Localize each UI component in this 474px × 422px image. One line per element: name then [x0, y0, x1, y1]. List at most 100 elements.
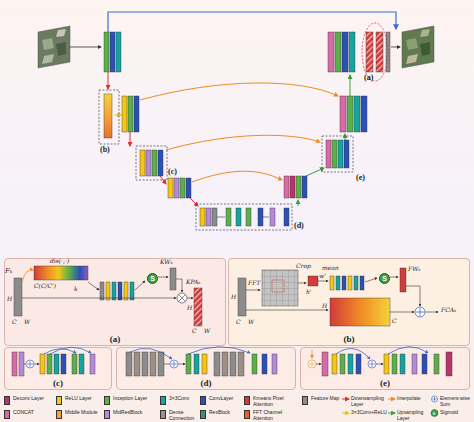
sigmoid-circle: S — [379, 273, 390, 284]
encoder-block-part — [152, 150, 157, 176]
panel-a-drawing-part — [88, 282, 99, 290]
panel-box: (d) — [116, 347, 296, 390]
flow-arrow-part — [298, 200, 299, 206]
math-label: mean — [322, 265, 339, 271]
bottleneck-block-part — [270, 208, 275, 226]
decoder-block-part — [366, 32, 373, 72]
math-label: Crop — [296, 263, 311, 269]
math-label: C(C/C') — [34, 283, 56, 289]
panel-e-drawing-part — [384, 354, 389, 374]
panel-label: (d) — [117, 378, 295, 388]
panel-e-drawing-part — [392, 354, 397, 374]
bottleneck-block-part — [217, 217, 225, 218]
panel-a-drawing-part — [158, 277, 168, 278]
skip-line — [108, 12, 396, 182]
decoder-block-part — [361, 96, 367, 132]
decoder-block-part — [332, 140, 337, 168]
legend-text: Deconv Layer — [13, 395, 53, 401]
callout-label: (e) — [356, 174, 365, 182]
math-label: W — [24, 319, 30, 325]
decoder-block-part — [335, 32, 341, 72]
panel-a-drawing-part — [34, 266, 88, 280]
bottleneck-block-part — [246, 208, 251, 226]
panel-a-drawing-part — [112, 282, 116, 300]
output-image-part — [420, 42, 430, 56]
callout-label: (c) — [168, 168, 177, 176]
panel-b-drawing-part — [415, 307, 425, 317]
panel-label: (c) — [5, 378, 111, 388]
legend-text: Sigmoid — [440, 409, 474, 415]
decoder-block-part — [326, 140, 331, 168]
legend-text: MidResBlock — [113, 409, 157, 415]
dashed-callout-box-part — [196, 204, 292, 230]
output-image-part — [420, 29, 430, 37]
panel-d-drawing-part — [178, 364, 185, 365]
legend-text: ConvLayer — [209, 395, 243, 401]
panel-b-drawing-part — [390, 277, 398, 278]
panel-c-drawing-part — [44, 349, 76, 354]
panel-b-drawing-part — [342, 276, 346, 290]
flow-arrow-part — [114, 115, 121, 116]
panel-c-drawing-part — [12, 352, 17, 376]
dashed-callout-box-part — [322, 136, 353, 172]
panel-a-drawing — [14, 266, 202, 326]
legend-symbol-part — [342, 399, 349, 400]
panel-c-drawing-part — [19, 352, 24, 376]
decoder-block-part — [349, 32, 355, 72]
panel-b-drawing-part — [390, 312, 414, 313]
math-label: FFT — [248, 280, 260, 286]
sigmoid-circle: S — [147, 273, 158, 284]
panel-d-drawing-part — [230, 352, 236, 376]
flow-arrow-part — [108, 72, 109, 89]
panel-c-drawing-part — [34, 364, 39, 365]
panel-c-drawing-part — [24, 364, 26, 365]
bottleneck-block-part — [226, 208, 231, 226]
panel-c-drawing-part — [54, 354, 59, 374]
panel-b-drawing-part — [360, 276, 364, 290]
panel-e-drawing-part — [369, 361, 375, 367]
output-image-part — [406, 38, 418, 50]
legend-swatch — [244, 410, 250, 419]
decoder-block — [284, 32, 390, 198]
panel-d-drawing-part — [214, 352, 220, 376]
legend-text: Dense Connection — [169, 409, 199, 421]
panel-a-drawing-part — [187, 298, 193, 299]
panel-e-drawing — [308, 347, 452, 376]
math-label: C — [12, 319, 17, 325]
panel-label: (e) — [301, 378, 469, 388]
legend-text: Downsampling Layer — [351, 395, 385, 407]
panel-a-drawing-part — [177, 293, 187, 303]
panel-b-drawing-part — [406, 286, 420, 306]
panel-b-drawing-part — [365, 278, 377, 282]
panel-e-drawing-part — [308, 360, 316, 368]
panel-a-drawing-part — [106, 282, 110, 300]
flow-arrow-part — [391, 47, 400, 48]
panel-a-drawing-part — [14, 278, 22, 316]
panel-e-drawing-part — [340, 354, 345, 374]
callout-label: (d) — [294, 222, 304, 230]
decoder-block-part — [302, 176, 307, 198]
panel-e-drawing-part — [309, 361, 315, 367]
panel-c-drawing — [12, 347, 95, 376]
decoder-block-part — [347, 96, 353, 132]
panel-e-drawing-part — [368, 360, 376, 368]
legend-symbol — [342, 396, 438, 417]
encoder-block-part — [104, 32, 109, 72]
legend-symbol-part — [431, 410, 438, 417]
math-label: FWₖ — [408, 266, 421, 272]
panel-e-drawing-part — [434, 354, 439, 374]
panel-a-drawing-part — [194, 288, 202, 326]
legend-swatch — [302, 396, 308, 405]
legend-text: 3×3Conv+ReLU — [351, 409, 385, 415]
decoder-block-part — [344, 140, 349, 168]
bottleneck-block-part — [212, 208, 217, 226]
legend-text: FFT Channel Attention — [253, 409, 301, 421]
decoder-block-part — [354, 96, 360, 132]
panel-d-drawing-part — [142, 352, 148, 376]
panel-d-drawing-part — [202, 354, 207, 374]
input-image — [38, 26, 70, 68]
skip-line-part — [192, 171, 282, 182]
math-label: H — [231, 294, 236, 300]
panel-box: (e) — [300, 347, 470, 390]
legend-symbol-part — [433, 397, 437, 401]
